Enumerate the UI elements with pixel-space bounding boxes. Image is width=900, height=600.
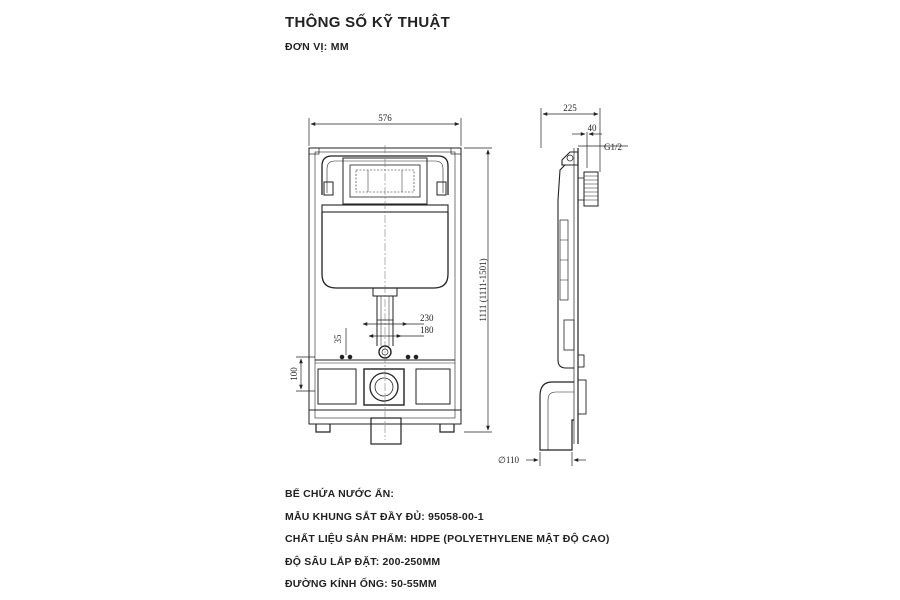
lower-panel-right [415,368,451,405]
dim-180: 180 [420,325,434,335]
waste-bend [539,381,574,451]
dim-depth: 225 [563,103,577,113]
dim-width: 576 [378,113,392,123]
side-dimensions [526,108,628,466]
dim-pipe-diameter: ∅110 [498,455,520,465]
spec-item: MẪU KHUNG SẮT ĐẦY ĐỦ: 95058-00-1 [285,510,484,523]
spec-item: BỂ CHỨA NƯỚC ẨN: [285,488,395,500]
dim-thread: G1/2 [604,142,622,152]
spec-item: CHẤT LIỆU SẢN PHẨM: HDPE (POLYETHYLENE M… [285,533,610,545]
unit-label: ĐƠN VỊ: MM [285,41,349,53]
dim-230: 230 [420,313,434,323]
front-dimensions [296,118,492,433]
dim-40: 40 [588,123,598,133]
dim-100: 100 [289,367,299,381]
spec-item: ĐỘ SÂU LẮP ĐẶT: 200-250MM [285,555,441,568]
spec-list: BỂ CHỨA NƯỚC ẨN: MẪU KHUNG SẮT ĐẦY ĐỦ: 9… [285,487,610,600]
page-title: THÔNG SỐ KỸ THUẬT [285,14,451,31]
lower-panel-left [317,368,357,405]
tank-side [557,164,574,369]
valve-block [583,171,599,207]
dim-height: 1111 (1111-1501) [478,258,488,321]
side-view [539,148,599,451]
spec-item: ĐƯỜNG KÍNH ỐNG: 50-55MM [285,578,437,590]
waste-pipe [370,417,402,445]
dim-35: 35 [333,334,343,344]
